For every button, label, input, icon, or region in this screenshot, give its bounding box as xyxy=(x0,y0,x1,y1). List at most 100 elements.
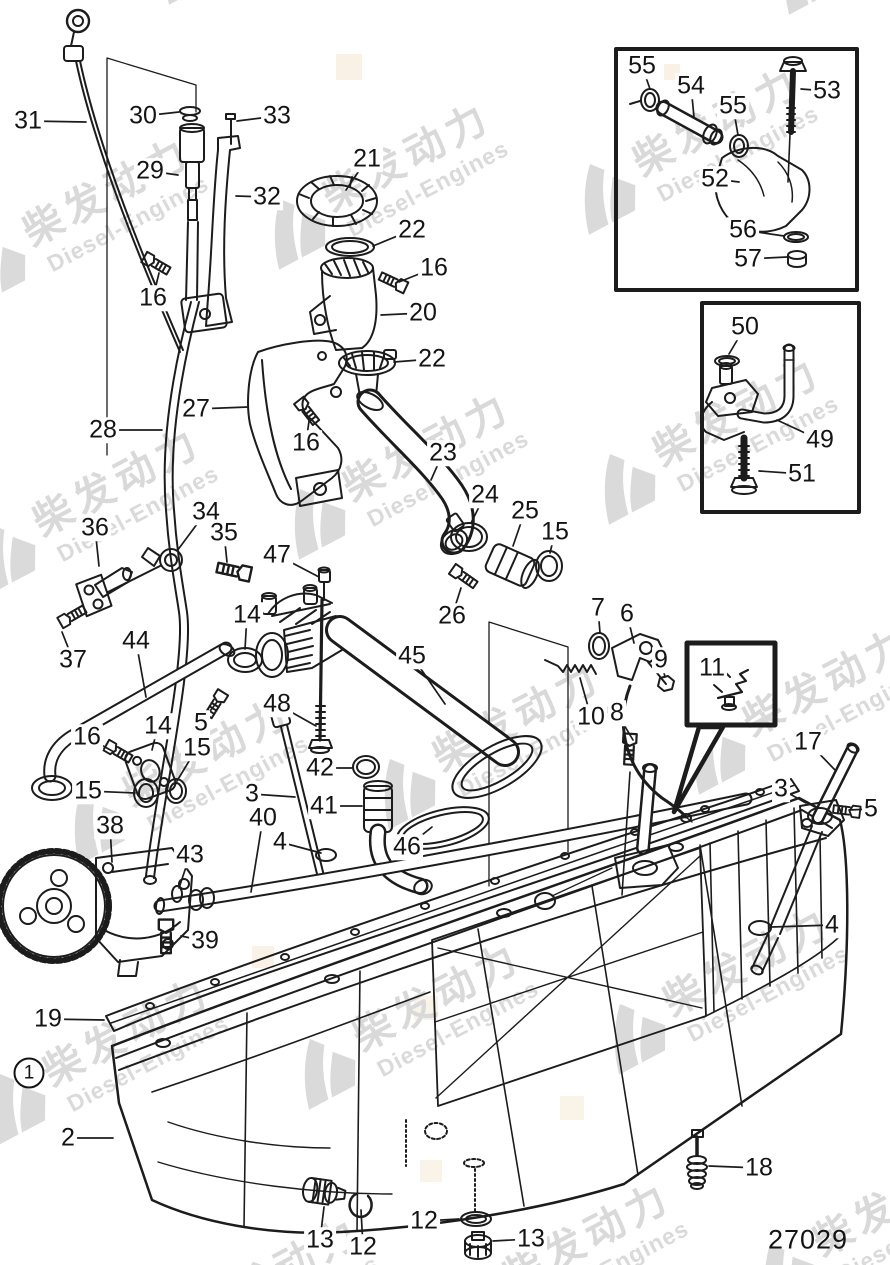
callout-14-35: 14 xyxy=(142,711,174,740)
callout-33-2: 33 xyxy=(261,101,293,130)
callout-43-48: 43 xyxy=(174,840,206,869)
callout-3-30: 3 xyxy=(772,774,790,803)
callout-7-23: 7 xyxy=(589,593,607,622)
oil-pickup-drawing xyxy=(255,566,543,850)
callout-25-19: 25 xyxy=(509,496,541,525)
callout-53-62: 53 xyxy=(811,76,843,105)
watermark-logo-icon xyxy=(0,1074,46,1145)
gasket-drawing xyxy=(105,778,800,1032)
callout-15-37: 15 xyxy=(181,733,213,762)
inset-box-oil-pipe xyxy=(700,301,861,514)
callout-14-33: 14 xyxy=(231,600,263,629)
callout-24-18: 24 xyxy=(469,480,501,509)
callout-45-40: 45 xyxy=(396,641,428,670)
watermark-tint xyxy=(252,54,680,1182)
callout-55-59: 55 xyxy=(626,51,658,80)
oil-pan-drawing xyxy=(110,796,849,1234)
inset-box-lifting-bracket xyxy=(614,47,859,292)
callout-36-16: 36 xyxy=(79,513,111,542)
drawing-number: 27029 xyxy=(767,1224,849,1255)
callout-21-6: 21 xyxy=(351,144,383,173)
callout-8-27: 8 xyxy=(608,698,626,727)
callout-29-3: 29 xyxy=(134,156,166,185)
callout-57-65: 57 xyxy=(732,244,764,273)
watermark-logo-icon xyxy=(384,759,436,830)
callout-32-4: 32 xyxy=(251,182,283,211)
callout-54-60: 54 xyxy=(675,71,707,100)
callout-56-64: 56 xyxy=(727,215,759,244)
callout-37-50: 37 xyxy=(57,645,89,674)
oil-filler-drawing xyxy=(296,175,410,397)
callout-34-15: 34 xyxy=(190,497,222,526)
callout-51-68: 51 xyxy=(786,459,818,488)
watermark-logo-icon xyxy=(764,1244,816,1265)
callout-48-39: 48 xyxy=(261,689,293,718)
watermark-logo-icon xyxy=(294,489,346,560)
callout-3-43: 3 xyxy=(243,779,261,808)
callout-40-44: 40 xyxy=(247,803,279,832)
watermark-logo-icon xyxy=(0,524,36,595)
callout-17-29: 17 xyxy=(792,727,824,756)
callout-23-14: 23 xyxy=(427,438,459,467)
callout-10-26: 10 xyxy=(575,702,607,731)
hose-drawing xyxy=(356,388,563,591)
callout-4-45: 4 xyxy=(271,827,289,856)
watermark-logo-icon xyxy=(604,454,656,525)
callout-12-55: 12 xyxy=(408,1206,440,1235)
watermark-logo-icon xyxy=(74,794,126,865)
callout-31-0: 31 xyxy=(12,106,44,135)
callout-9-25: 9 xyxy=(652,645,670,674)
callout-27-11: 27 xyxy=(180,394,212,423)
callout-16-34: 16 xyxy=(71,722,103,751)
callout-22-10: 22 xyxy=(416,344,448,373)
view-marker: 1 xyxy=(13,1057,45,1089)
callout-42-41: 42 xyxy=(304,753,336,782)
callout-46-46: 46 xyxy=(391,832,423,861)
callout-5-38: 5 xyxy=(192,708,210,737)
callout-38-47: 38 xyxy=(94,811,126,840)
watermark-logo-icon xyxy=(274,199,326,270)
callout-19-51: 19 xyxy=(32,1004,64,1033)
callout-16-13: 16 xyxy=(290,428,322,457)
callout-47-22: 47 xyxy=(261,540,293,569)
callout-16-5: 16 xyxy=(137,283,169,312)
callout-6-24: 6 xyxy=(618,599,636,628)
callout-50-66: 50 xyxy=(729,312,761,341)
callout-11-28: 11 xyxy=(697,653,727,682)
callout-4-58: 4 xyxy=(823,910,841,939)
dipstick-drawing xyxy=(63,8,184,353)
right-dipstick-drawing xyxy=(748,742,862,976)
shield-bracket-drawing xyxy=(247,339,348,507)
callout-18-57: 18 xyxy=(743,1153,775,1182)
watermark-logo-icon xyxy=(304,1039,356,1110)
callout-26-21: 26 xyxy=(436,601,468,630)
callout-52-63: 52 xyxy=(699,164,731,193)
long-pipe-drawing xyxy=(153,792,753,955)
callout-22-7: 22 xyxy=(396,215,428,244)
callout-15-20: 15 xyxy=(539,517,571,546)
callout-15-36: 15 xyxy=(72,776,104,805)
watermark-logo-icon xyxy=(584,164,636,235)
breather-bracket-drawing xyxy=(544,632,693,823)
tube-clamp-drawing xyxy=(56,547,254,630)
callout-49-67: 49 xyxy=(804,425,836,454)
callout-41-42: 41 xyxy=(308,791,340,820)
pan-internal-tube-drawing xyxy=(614,763,679,896)
callout-5-31: 5 xyxy=(862,794,880,823)
callout-13-56: 13 xyxy=(515,1224,547,1253)
callout-20-9: 20 xyxy=(407,298,439,327)
callout-12-54: 12 xyxy=(347,1232,379,1261)
callout-2-52: 2 xyxy=(59,1123,77,1152)
watermark-logo-icon xyxy=(614,1004,666,1075)
drain-plug-drawing xyxy=(302,1129,708,1260)
callout-30-1: 30 xyxy=(127,101,159,130)
callout-35-17: 35 xyxy=(208,518,240,547)
callout-16-8: 16 xyxy=(418,253,450,282)
callout-28-12: 28 xyxy=(87,415,119,444)
callout-13-53: 13 xyxy=(304,1225,336,1254)
watermark-logo-icon xyxy=(0,234,26,305)
callout-44-32: 44 xyxy=(120,626,152,655)
breather-valve-drawing xyxy=(140,106,241,334)
oil-pump-drawing xyxy=(0,847,193,977)
